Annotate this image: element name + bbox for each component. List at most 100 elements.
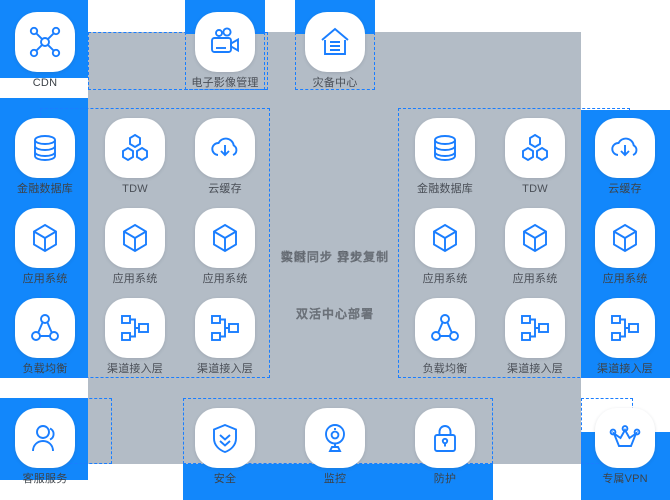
node-vpn[interactable]: 专属VPN	[585, 408, 665, 486]
node-vpn-label: 专属VPN	[602, 473, 648, 485]
cdn-mesh-icon	[28, 25, 62, 59]
node-left-app-2[interactable]: 应用系统	[95, 208, 175, 286]
node-right-channel-2-tile	[595, 298, 655, 358]
node-right-app-2[interactable]: 应用系统	[495, 208, 575, 286]
node-right-app-1-label: 应用系统	[422, 273, 468, 285]
node-left-channel-2[interactable]: 渠道接入层	[185, 298, 265, 376]
node-right-channel-2[interactable]: 渠道接入层	[585, 298, 665, 376]
node-left-tdw-label: TDW	[122, 183, 148, 195]
org-tree-icon	[119, 312, 151, 344]
lock-icon	[429, 422, 461, 454]
node-left-cache-tile	[195, 118, 255, 178]
node-right-cache[interactable]: 云缓存	[585, 118, 665, 196]
node-right-app-3-tile	[595, 208, 655, 268]
node-security-tile	[195, 408, 255, 468]
node-right-cache-tile	[595, 118, 655, 178]
node-left-app-1-label: 应用系统	[22, 273, 68, 285]
node-left-cache[interactable]: 云缓存	[185, 118, 265, 196]
node-right-tdw[interactable]: TDW	[495, 118, 575, 196]
center-sync-caption-overlay: 数据同步 容灾复制	[280, 250, 390, 264]
org-tree-icon	[209, 312, 241, 344]
node-left-db-label: 金融数据库	[17, 183, 73, 195]
node-left-db[interactable]: 金融数据库	[5, 118, 85, 196]
node-vpn-tile	[595, 408, 655, 468]
highlight-block-bottom-security	[183, 464, 493, 500]
node-security-label: 安全	[213, 473, 237, 485]
center-sync-caption-text: 实时同步 异步复制	[280, 250, 390, 264]
node-right-channel-1-label: 渠道接入层	[507, 363, 563, 375]
node-dr-center[interactable]: 灾备中心	[295, 12, 375, 90]
node-imaging[interactable]: 电子影像管理	[185, 12, 265, 90]
center-deploy-caption-overlay: 双活中心部署	[295, 307, 374, 321]
node-left-channel-1-tile	[105, 298, 165, 358]
node-right-lb[interactable]: 负载均衡	[405, 298, 485, 376]
node-left-channel-2-tile	[195, 298, 255, 358]
zone-top-left	[88, 32, 268, 90]
node-dr-center-tile	[305, 12, 365, 72]
database-icon	[29, 132, 61, 164]
node-imaging-tile	[195, 12, 255, 72]
hexagon-cluster-icon	[119, 132, 151, 164]
center-deploy-caption: 双活中心部署 双活中心部署	[275, 305, 395, 322]
database-icon	[429, 132, 461, 164]
node-left-app-3-label: 应用系统	[202, 273, 248, 285]
node-monitoring[interactable]: 监控	[295, 408, 375, 486]
cube-icon	[209, 222, 241, 254]
cube-icon	[29, 222, 61, 254]
cube-icon	[429, 222, 461, 254]
node-right-app-3[interactable]: 应用系统	[585, 208, 665, 286]
backdrop-plate-left-spine	[88, 32, 110, 464]
node-protection[interactable]: 防护	[405, 408, 485, 486]
org-tree-icon	[519, 312, 551, 344]
node-left-app-2-tile	[105, 208, 165, 268]
cube-icon	[609, 222, 641, 254]
cube-icon	[519, 222, 551, 254]
center-deploy-caption-text: 双活中心部署	[295, 307, 374, 321]
user-person-icon	[29, 422, 61, 454]
node-right-channel-2-label: 渠道接入层	[597, 363, 653, 375]
node-monitoring-label: 监控	[323, 473, 347, 485]
warehouse-icon	[318, 25, 352, 59]
node-right-db[interactable]: 金融数据库	[405, 118, 485, 196]
node-security[interactable]: 安全	[185, 408, 265, 486]
node-left-lb[interactable]: 负载均衡	[5, 298, 85, 376]
node-right-channel-1[interactable]: 渠道接入层	[495, 298, 575, 376]
node-right-db-tile	[415, 118, 475, 178]
node-left-channel-1-label: 渠道接入层	[107, 363, 163, 375]
node-customer-service-label: 客服服务	[22, 473, 68, 485]
node-left-app-1[interactable]: 应用系统	[5, 208, 85, 286]
video-camera-icon	[208, 25, 242, 59]
node-left-app-3[interactable]: 应用系统	[185, 208, 265, 286]
node-left-lb-label: 负载均衡	[22, 363, 68, 375]
node-right-lb-label: 负载均衡	[422, 363, 468, 375]
node-right-channel-1-tile	[505, 298, 565, 358]
node-left-cache-label: 云缓存	[208, 183, 242, 195]
node-left-tdw[interactable]: TDW	[95, 118, 175, 196]
node-imaging-label: 电子影像管理	[191, 77, 259, 89]
node-left-app-3-tile	[195, 208, 255, 268]
hexagon-cluster-icon	[519, 132, 551, 164]
shield-chevron-icon	[209, 422, 241, 454]
backdrop-plate-main	[88, 32, 581, 464]
node-right-app-3-label: 应用系统	[602, 273, 648, 285]
node-left-app-1-tile	[15, 208, 75, 268]
node-customer-service[interactable]: 客服服务	[5, 408, 85, 486]
node-right-app-1-tile	[415, 208, 475, 268]
node-right-cache-label: 云缓存	[608, 183, 642, 195]
camera-monitor-icon	[319, 422, 351, 454]
node-protection-tile	[415, 408, 475, 468]
cloud-download-icon	[609, 132, 641, 164]
node-left-app-2-label: 应用系统	[112, 273, 158, 285]
node-right-db-label: 金融数据库	[417, 183, 473, 195]
org-tree-icon	[609, 312, 641, 344]
node-cdn[interactable]: CDN	[5, 12, 85, 90]
crown-icon	[609, 422, 641, 454]
cube-icon	[119, 222, 151, 254]
node-protection-label: 防护	[433, 473, 457, 485]
node-right-tdw-label: TDW	[522, 183, 548, 195]
node-right-app-1[interactable]: 应用系统	[405, 208, 485, 286]
node-customer-service-tile	[15, 408, 75, 468]
cloud-download-icon	[209, 132, 241, 164]
node-left-channel-1[interactable]: 渠道接入层	[95, 298, 175, 376]
